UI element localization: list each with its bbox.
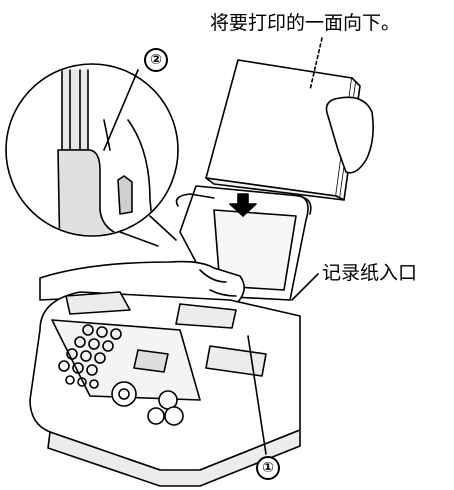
navigator-key: [111, 381, 137, 407]
inlet-leader-line: [291, 273, 319, 301]
fax-machine: [29, 291, 301, 487]
zoom-detail-circle: [5, 63, 179, 237]
callout-2: ②: [144, 48, 168, 72]
hand-top: [325, 96, 374, 174]
callout-2-leader: [103, 69, 139, 151]
callout-1: ①: [256, 456, 280, 480]
down-arrow-icon: [229, 193, 257, 217]
paper-inlet-label: 记录纸入口: [322, 262, 418, 284]
display-screen: [133, 349, 169, 373]
keypad: [58, 324, 122, 389]
zoom-leader-line: [119, 215, 177, 247]
paper-instruction-text: 将要打印的一面向下。: [210, 12, 401, 34]
callout-1-leader: [247, 335, 267, 455]
instruction-leader-line: [309, 37, 323, 91]
